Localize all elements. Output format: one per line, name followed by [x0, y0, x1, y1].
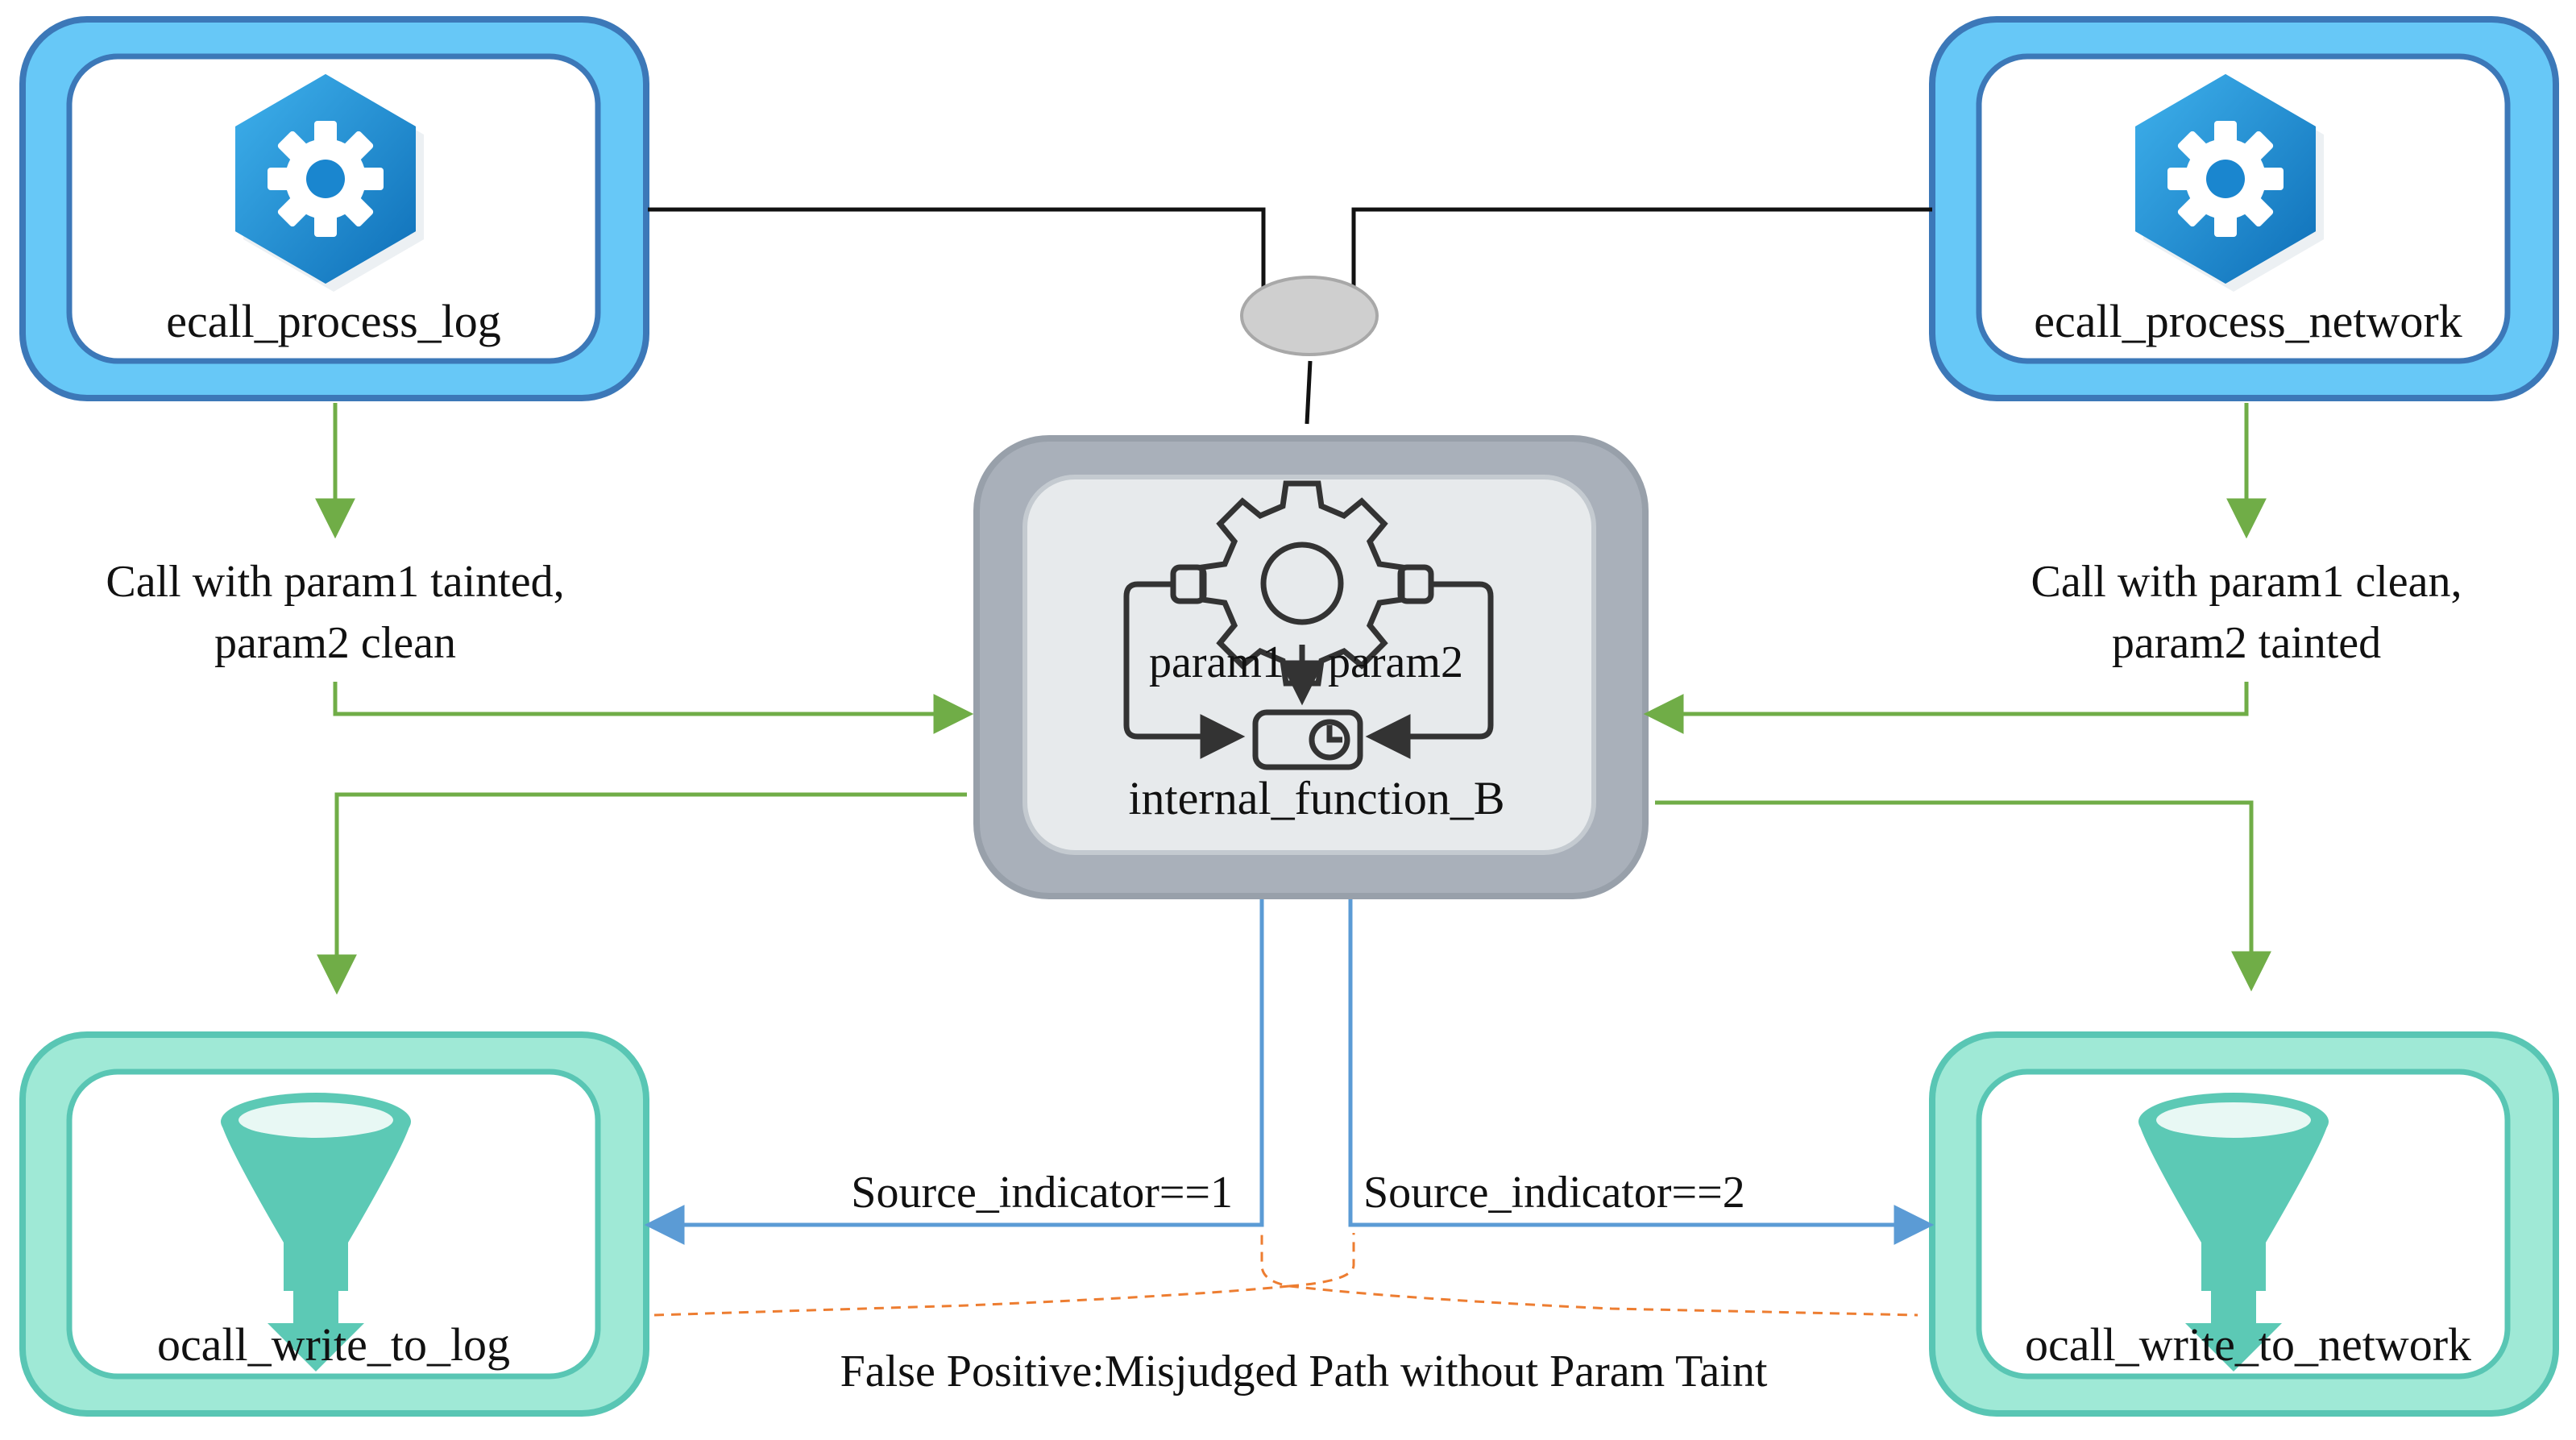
source-node-ecall-process-network[interactable]: ecall_process_network — [1929, 16, 2559, 401]
center-label: internal_function_B — [1128, 772, 1504, 824]
blue-arrows — [644, 899, 1935, 1245]
green-arrows — [315, 403, 2271, 995]
sink-node-ocall-write-to-network[interactable]: ocall_write_to_network — [1929, 1031, 2559, 1417]
right-call-label-line1: Call with param1 clean, — [2031, 557, 2462, 607]
right-call-label-line2: param2 tainted — [2112, 618, 2381, 668]
source-indicator-2-label: Source_indicator==2 — [1363, 1168, 1745, 1218]
sink-left-label: ocall_write_to_log — [157, 1318, 510, 1371]
source-left-label: ecall_process_log — [166, 295, 501, 347]
junction-ellipse — [1240, 276, 1379, 356]
gear-workflow-icon — [1123, 480, 1494, 770]
false-positive-label: False Positive:Misjudged Path without Pa… — [840, 1347, 1768, 1396]
source-indicator-1-label: Source_indicator==1 — [851, 1168, 1233, 1218]
sink-right-label: ocall_write_to_network — [2025, 1318, 2471, 1371]
false-positive-dashed-path — [653, 1233, 1919, 1317]
left-call-label-line2: param2 clean — [214, 618, 456, 668]
source-node-ecall-process-log[interactable]: ecall_process_log — [19, 16, 649, 401]
junction-connectors — [648, 207, 1932, 425]
param1-label: param1 — [1149, 637, 1284, 687]
left-call-label-line1: Call with param1 tainted, — [106, 557, 564, 607]
source-right-label: ecall_process_network — [2034, 295, 2462, 347]
sink-node-ocall-write-to-log[interactable]: ocall_write_to_log — [19, 1031, 649, 1417]
center-node-internal-function-b[interactable]: param1 param2 internal_function_B — [973, 435, 1649, 899]
param2-label: param2 — [1328, 637, 1463, 687]
